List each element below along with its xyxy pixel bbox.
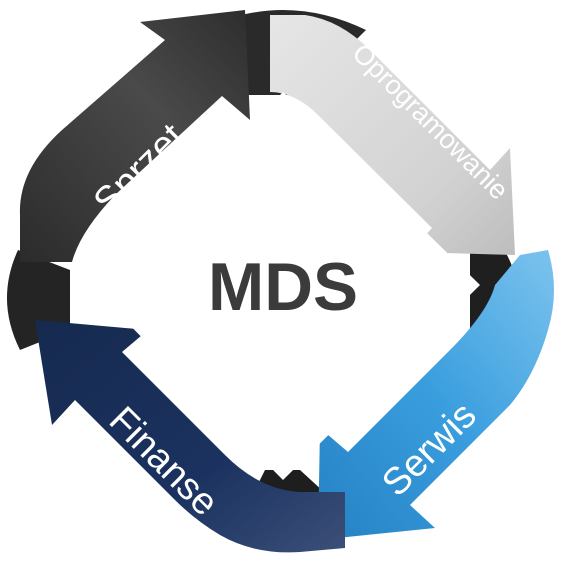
center-diamond	[90, 92, 480, 480]
finanse-arrow-band	[35, 320, 345, 553]
sprzet-arrow-band	[19, 10, 251, 262]
serwis-arrow-band	[318, 250, 554, 540]
oprogramowanie-arrow-band	[270, 15, 515, 255]
center-title: MDS	[208, 249, 358, 325]
